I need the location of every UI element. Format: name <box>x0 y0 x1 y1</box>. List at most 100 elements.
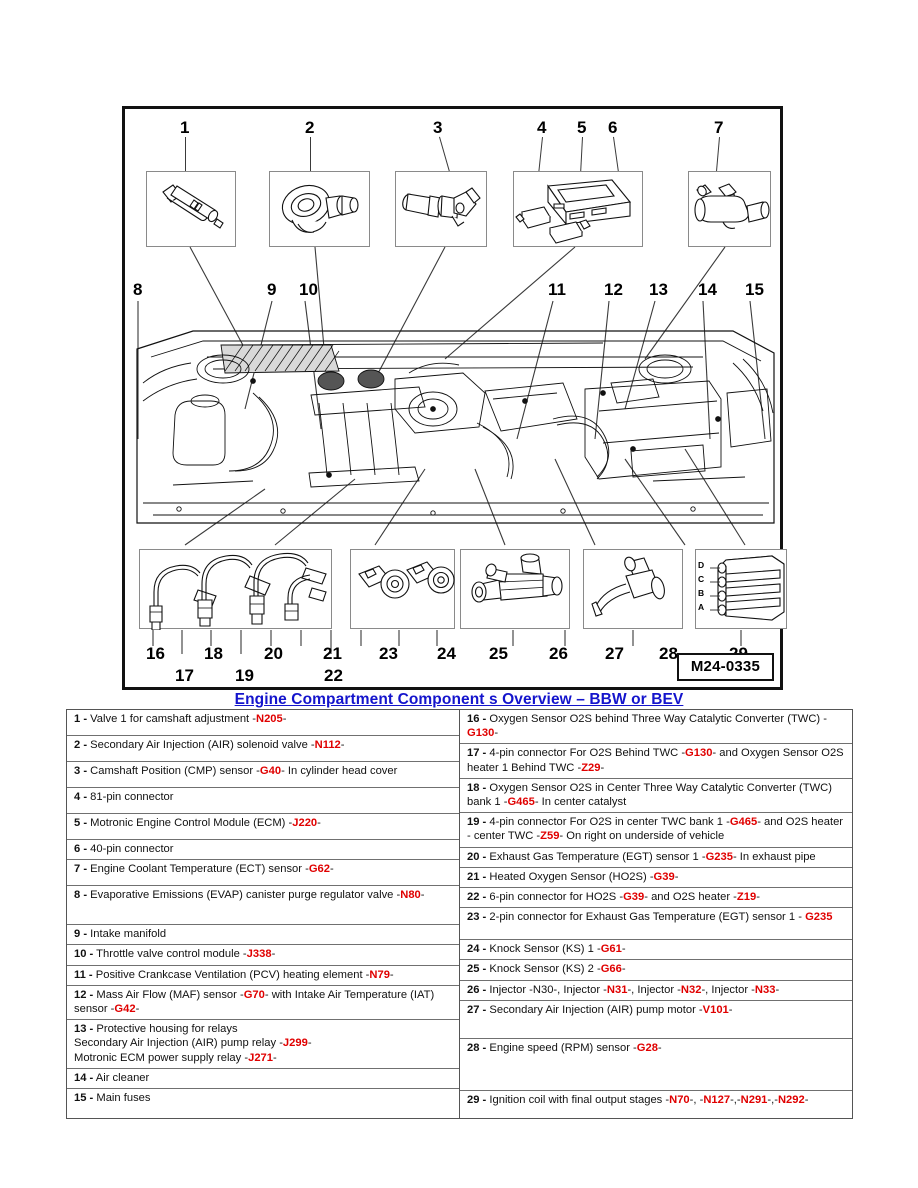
callout-number-5: 5 <box>577 118 587 137</box>
component-code: G39 <box>623 891 645 904</box>
callout-number-11: 11 <box>548 280 566 299</box>
callout-number-24: 24 <box>437 644 456 663</box>
callout-number-10: 10 <box>299 280 318 299</box>
part-box-cmp-sensor <box>395 171 487 247</box>
callout-number-3: 3 <box>433 118 443 137</box>
legend-row-text: Ignition coil with final output stages - <box>486 1093 670 1106</box>
callout-number-25: 25 <box>489 644 508 663</box>
legend-row-text: - In cylinder head cover <box>281 765 398 777</box>
component-code: G70 <box>243 988 265 1001</box>
legend-row-text: - <box>272 1051 277 1064</box>
component-code: G61 <box>600 943 622 956</box>
legend-row-index: 17 - <box>467 747 487 760</box>
legend-row-text: - <box>389 968 394 981</box>
leader-line-3 <box>439 136 452 176</box>
legend-row-text: - <box>340 739 345 751</box>
legend-row: 10 - Throttle valve control module -J338… <box>67 945 459 966</box>
legend-row: 26 - Injector -N30-, Injector -N31-, Inj… <box>460 981 852 1001</box>
legend-row-index: 6 - <box>74 843 88 855</box>
part-box-oxygen-sensors <box>139 549 332 631</box>
legend-row-text: Secondary Air Injection (AIR) solenoid v… <box>87 739 315 751</box>
legend-column-right: 16 - Oxygen Sensor O2S behind Three Way … <box>460 710 852 1118</box>
callout-number-4: 4 <box>537 118 547 137</box>
legend-row: 22 - 6-pin connector for HO2S -G39- and … <box>460 888 852 909</box>
legend-row: 8 - Evaporative Emissions (EVAP) caniste… <box>67 886 459 926</box>
coolant-temp-sensor-icon <box>694 183 770 229</box>
legend-row: 4 - 81-pin connector <box>67 788 459 814</box>
injector-icon <box>471 553 563 603</box>
camshaft-adjustment-valve-icon <box>162 184 224 229</box>
legend-row-index: 28 - <box>467 1041 487 1054</box>
legend-row-index: 21 - <box>467 870 487 883</box>
callout-number-8: 8 <box>133 280 143 299</box>
legend-row-text: - In exhaust pipe <box>732 850 816 863</box>
legend-row: 12 - Mass Air Flow (MAF) sensor -G70- wi… <box>67 986 459 1021</box>
callout-number-1: 1 <box>180 118 190 137</box>
engine-bay-line-art <box>136 330 775 524</box>
legend-row-text: - <box>135 1003 140 1016</box>
part-box-camshaft-adjustment-valve <box>146 171 236 247</box>
legend-row-index: 3 - <box>74 765 88 777</box>
component-code: G465 <box>507 796 535 809</box>
legend-row-index: 14 - <box>74 1071 94 1084</box>
legend-row-text: 81-pin connector <box>87 791 174 803</box>
callout-number-18: 18 <box>204 644 223 663</box>
legend-row-text: Oxygen Sensor O2S in Center Three Way Ca… <box>467 781 832 809</box>
component-code: G40 <box>259 765 282 777</box>
legend-row-index: 4 - <box>74 791 88 803</box>
legend-row-text: Engine Coolant Temperature (ECT) sensor … <box>87 863 309 876</box>
component-code: N79 <box>369 968 390 981</box>
legend-row-text: 6-pin connector for HO2S - <box>486 891 624 904</box>
component-code: G130 <box>467 727 495 740</box>
component-code: J220 <box>292 817 318 829</box>
engine-component-diagram: 1 2 3 4 5 6 7 <box>122 106 787 690</box>
legend-row-text: - <box>330 863 334 876</box>
legend-row: 2 - Secondary Air Injection (AIR) soleno… <box>67 736 459 762</box>
legend-row-text: 4-pin connector For O2S in center TWC ba… <box>486 816 730 829</box>
cmp-sensor-icon <box>402 187 481 227</box>
legend-row-index: 2 - <box>74 739 88 751</box>
air-solenoid-valve-icon <box>281 184 359 233</box>
coil-pin-label-a: A <box>698 602 705 612</box>
component-code: J338 <box>246 948 272 961</box>
coil-pin-label-d: D <box>698 560 705 570</box>
legend-row-text: 40-pin connector <box>87 843 174 855</box>
page-title: Engine Compartment Component s Overview … <box>234 691 684 708</box>
legend-row-text: Throttle valve control module - <box>93 948 247 961</box>
legend-row-index: 13 - <box>74 1023 94 1036</box>
legend-row-text: Positive Crankcase Ventilation (PCV) hea… <box>92 968 370 981</box>
legend-row-text: Valve 1 for camshaft adjustment - <box>87 713 256 725</box>
legend-row: 24 - Knock Sensor (KS) 1 -G61- <box>460 940 852 961</box>
legend-row-index: 23 - <box>467 911 487 924</box>
legend-row: 14 - Air cleaner <box>67 1069 459 1090</box>
legend-row-text: - On right on underside of vehicle <box>559 830 725 843</box>
ecm-module-icon <box>515 179 632 244</box>
legend-row-index: 20 - <box>467 850 487 863</box>
part-box-air-solenoid-valve <box>269 171 370 247</box>
legend-row: 27 - Secondary Air Injection (AIR) pump … <box>460 1001 852 1039</box>
component-code: Z59 <box>540 830 560 843</box>
callout-number-17: 17 <box>175 666 194 685</box>
component-code: G465 <box>729 816 758 829</box>
legend-row-text: - <box>804 1093 809 1106</box>
callout-number-19: 19 <box>235 666 254 685</box>
component-code: Z19 <box>736 891 757 904</box>
legend-row-text: -,- <box>767 1093 778 1106</box>
legend-row: 29 - Ignition coil with final output sta… <box>460 1091 852 1118</box>
legend-row-index: 7 - <box>74 863 88 876</box>
ignition-coil-icon <box>710 555 785 621</box>
legend-row-text: - <box>282 713 287 725</box>
legend-row-text: Knock Sensor (KS) 1 - <box>486 943 601 956</box>
legend-row: 5 - Motronic Engine Control Module (ECM)… <box>67 814 459 840</box>
legend-row: 1 - Valve 1 for camshaft adjustment -N20… <box>67 710 459 736</box>
legend-row-text: - <box>271 948 276 961</box>
legend-row-index: 18 - <box>467 781 487 794</box>
legend-row-text: Oxygen Sensor O2S behind Three Way Catal… <box>486 713 827 725</box>
rpm-sensor-icon <box>591 556 665 617</box>
legend-row-index: 26 - <box>467 983 487 996</box>
legend-row: 21 - Heated Oxygen Sensor (HO2S) -G39- <box>460 868 852 889</box>
callout-number-6: 6 <box>608 118 618 137</box>
legend-row-text: - <box>600 761 605 774</box>
legend-row-text: - <box>494 727 499 740</box>
